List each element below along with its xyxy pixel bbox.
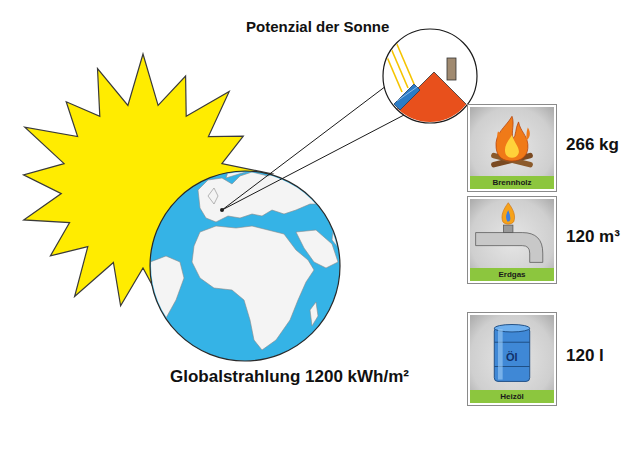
icon-tile: Erdgas [470, 199, 554, 281]
fuel-name: Brennholz [492, 178, 531, 187]
energy-icon [470, 107, 554, 176]
location-dot [220, 208, 224, 212]
natural-gas-box: Erdgas120 m³ [467, 196, 557, 284]
fuel-name: Erdgas [498, 270, 525, 279]
radiation-label: Globalstrahlung 1200 kWh/m² [170, 367, 409, 387]
quantity-value: 266 kg [566, 135, 619, 155]
leader-line [222, 115, 404, 210]
barrel-text: Öl [506, 351, 518, 363]
energy-icon [470, 199, 554, 268]
quantity-value: 120 l [566, 346, 604, 366]
label-band: Heizöl [470, 390, 554, 403]
icon-tile: ÖlHeizöl [470, 315, 554, 403]
leader-line [222, 86, 386, 210]
continents [148, 148, 340, 350]
quantity-value: 120 m³ [566, 227, 620, 247]
icon-tile: Brennholz [470, 107, 554, 189]
firewood-box: Brennholz266 kg [467, 104, 557, 192]
diagram-title: Potenzial der Sonne [246, 18, 389, 35]
fuel-name: Heizöl [500, 392, 524, 401]
heating-oil-box: ÖlHeizöl120 l [467, 312, 557, 406]
label-band: Brennholz [470, 176, 554, 189]
label-band: Erdgas [470, 268, 554, 281]
